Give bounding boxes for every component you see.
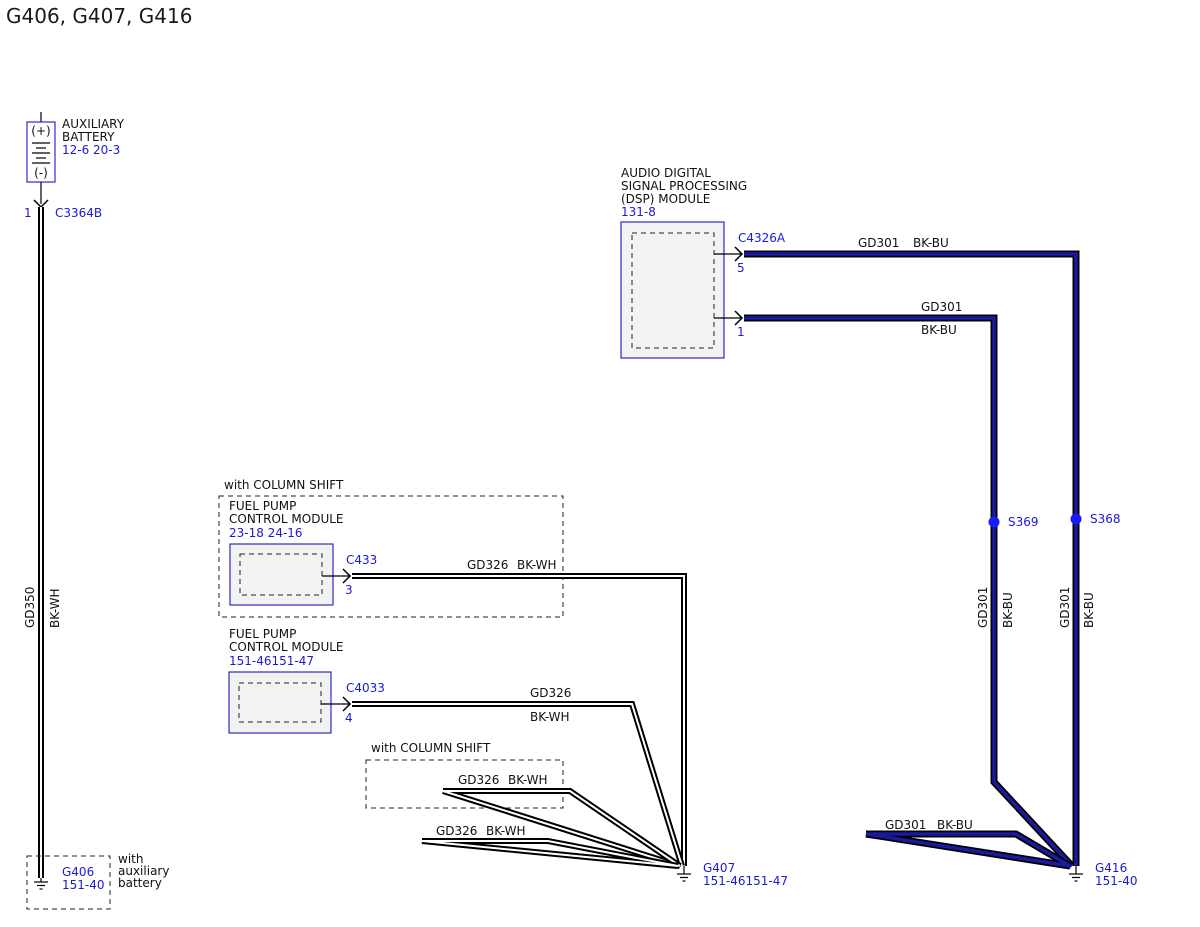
- battery-name-1: AUXILIARY: [62, 117, 125, 131]
- s368-splice[interactable]: [1070, 513, 1082, 525]
- g406-note-1: with: [118, 852, 143, 866]
- wire-gd326-lower[interactable]: [421, 838, 679, 869]
- wire-gd301-s369[interactable]: [744, 314, 1075, 869]
- c4326a-connector[interactable]: C4326A: [738, 231, 786, 245]
- g406-id[interactable]: G406: [62, 865, 94, 879]
- c4033-color: BK-WH: [530, 710, 570, 724]
- g406-ref[interactable]: 151-40: [62, 878, 105, 892]
- ground-icon: [1069, 866, 1083, 882]
- connector-arrow-icon: [342, 568, 352, 584]
- gd350-color: BK-WH: [48, 588, 62, 628]
- battery-cells-icon: [32, 142, 50, 164]
- g416-ref[interactable]: 151-40: [1095, 874, 1138, 888]
- column-shift-option-box-1: [218, 495, 564, 618]
- wire-gd326-c4033[interactable]: [352, 701, 685, 867]
- fuel-pump-control-module-1[interactable]: [229, 543, 334, 606]
- s368-label: S368: [1090, 512, 1121, 526]
- wire-gd301-s368[interactable]: [744, 250, 1080, 866]
- s369-vert-circuit: GD301: [976, 587, 990, 628]
- lower-circuit: GD326: [436, 824, 477, 838]
- dsp-name-3: (DSP) MODULE: [621, 192, 710, 206]
- connector-arrow-icon: [342, 696, 352, 712]
- column-shift-option-box-2: [365, 759, 564, 809]
- diagram-title: G406, G407, G416: [6, 4, 192, 28]
- dsp-pin-5: 5: [737, 261, 745, 275]
- column-shift-label-1: with COLUMN SHIFT: [224, 478, 344, 492]
- battery-minus-label: (-): [34, 166, 48, 180]
- wire-gd326-column-shift[interactable]: [442, 788, 682, 869]
- c4033-circuit: GD326: [530, 686, 571, 700]
- dsp-bottom-circuit: GD301: [921, 300, 962, 314]
- cs2-color: BK-WH: [508, 773, 548, 787]
- dsp-top-color: BK-BU: [913, 236, 949, 250]
- g406-note-3: battery: [118, 876, 162, 890]
- dsp-name-1: AUDIO DIGITAL: [621, 166, 711, 180]
- s368-vert-color: BK-BU: [1082, 592, 1096, 628]
- g407-id[interactable]: G407: [703, 861, 735, 875]
- c433-connector[interactable]: C433: [346, 553, 377, 567]
- branch-color: BK-BU: [937, 818, 973, 832]
- c4033-pin: 4: [345, 711, 353, 725]
- battery-plus-label: (+): [31, 124, 50, 138]
- s369-vert-color: BK-BU: [1001, 592, 1015, 628]
- battery-pin: 1: [24, 206, 32, 220]
- wire-gd326-c433[interactable]: [352, 573, 687, 866]
- gd350-circuit: GD350: [23, 587, 37, 628]
- connector-arrow-icon: [734, 246, 744, 262]
- dsp-top-circuit: GD301: [858, 236, 899, 250]
- c4033-connector[interactable]: C4033: [346, 681, 385, 695]
- fuel-pump-control-module-2[interactable]: [228, 671, 332, 734]
- fpcm1-name-1: FUEL PUMP: [229, 499, 296, 513]
- c433-color: BK-WH: [517, 558, 557, 572]
- s369-label: S369: [1008, 515, 1039, 529]
- dsp-module[interactable]: [620, 221, 725, 359]
- ground-icon: [677, 866, 691, 882]
- dsp-ref[interactable]: 131-8: [621, 205, 656, 219]
- c433-circuit: GD326: [467, 558, 508, 572]
- cs2-circuit: GD326: [458, 773, 499, 787]
- fpcm1-name-2: CONTROL MODULE: [229, 512, 344, 526]
- g416-id[interactable]: G416: [1095, 861, 1127, 875]
- connector-arrow-icon: [734, 310, 744, 326]
- branch-circuit: GD301: [885, 818, 926, 832]
- fpcm2-name-2: CONTROL MODULE: [229, 640, 344, 654]
- g406-option-box: [26, 855, 111, 910]
- fpcm2-ref[interactable]: 151-46151-47: [229, 654, 314, 668]
- ground-icon: [34, 878, 48, 890]
- s368-vert-circuit: GD301: [1058, 587, 1072, 628]
- auxiliary-battery[interactable]: (+) (-): [26, 112, 56, 183]
- fpcm2-name-1: FUEL PUMP: [229, 627, 296, 641]
- g406-note-2: auxiliary: [118, 864, 169, 878]
- lower-color: BK-WH: [486, 824, 526, 838]
- c433-pin: 3: [345, 583, 353, 597]
- c3364b-connector[interactable]: C3364B: [55, 206, 102, 220]
- dsp-name-2: SIGNAL PROCESSING: [621, 179, 747, 193]
- battery-ref[interactable]: 12-6 20-3: [62, 143, 120, 157]
- dsp-bottom-color: BK-BU: [921, 323, 957, 337]
- battery-name-2: BATTERY: [62, 130, 115, 144]
- wire-gd301-branch[interactable]: [865, 830, 1072, 870]
- s369-splice[interactable]: [988, 516, 1000, 528]
- g407-ref[interactable]: 151-46151-47: [703, 874, 788, 888]
- column-shift-label-2: with COLUMN SHIFT: [371, 741, 491, 755]
- fpcm1-ref[interactable]: 23-18 24-16: [229, 526, 303, 540]
- dsp-pin-1: 1: [737, 325, 745, 339]
